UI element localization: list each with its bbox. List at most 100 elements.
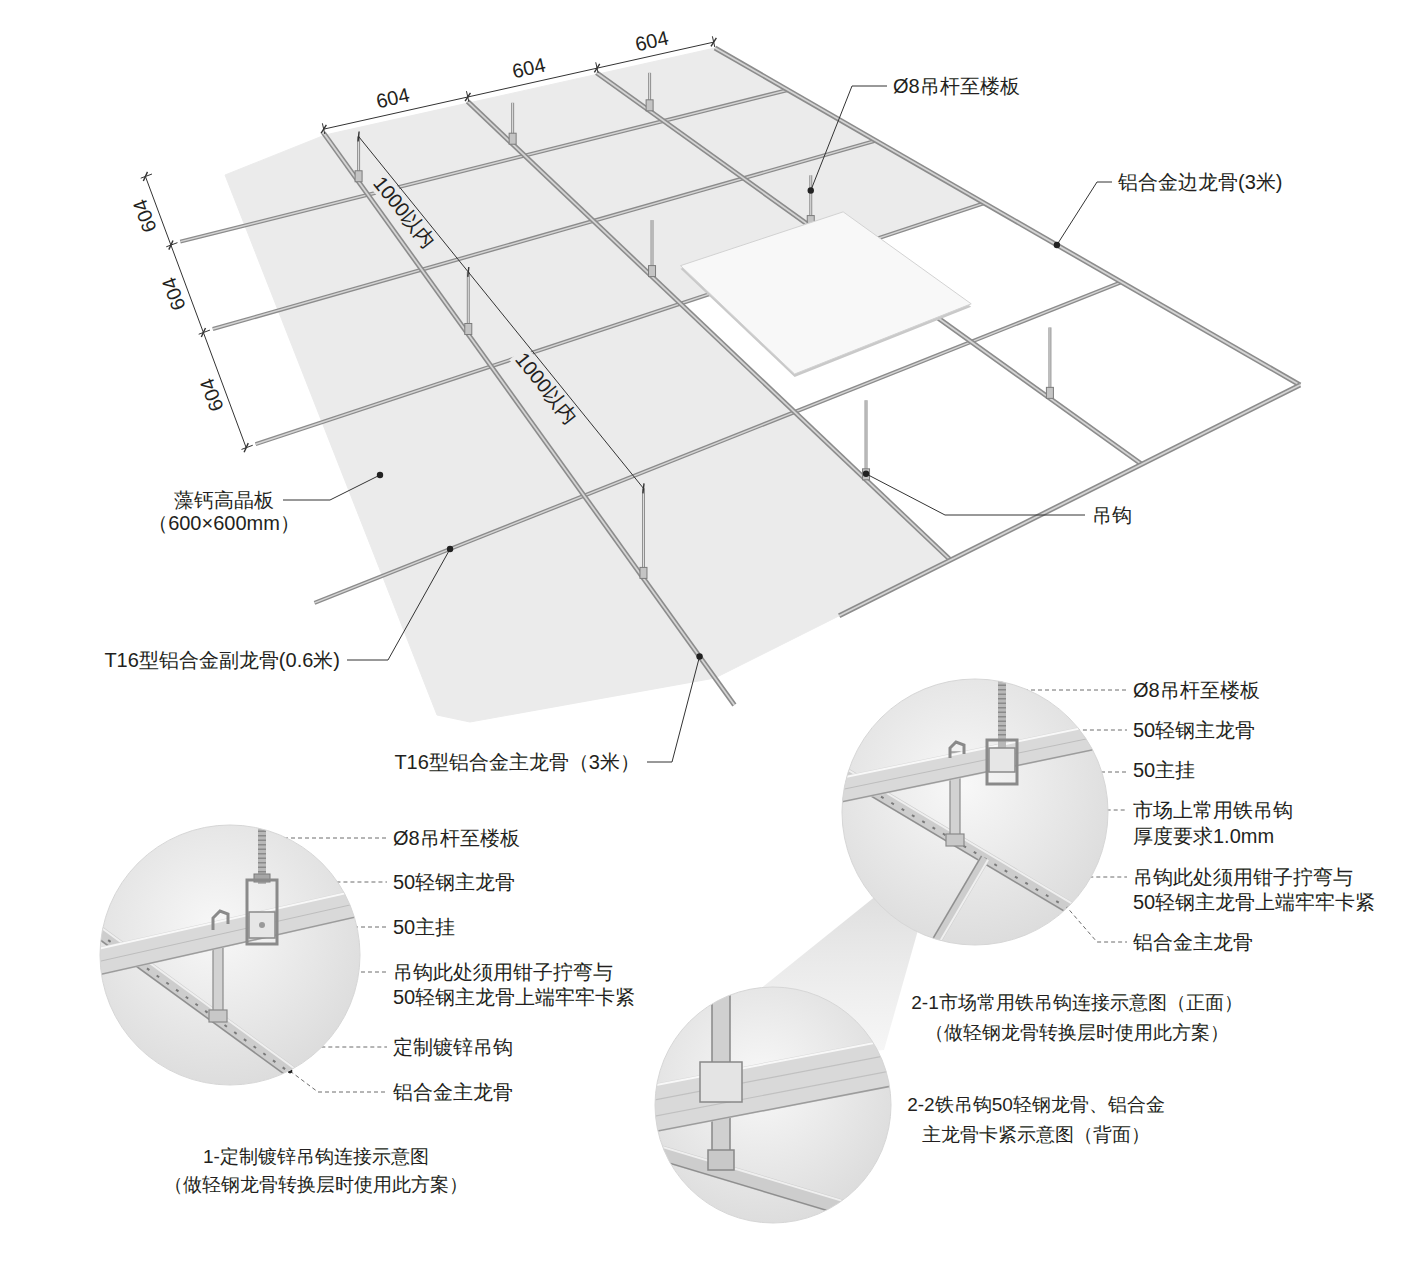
callout-label: 50轻钢主龙骨 xyxy=(1133,718,1255,743)
hanger-rod xyxy=(1048,327,1051,392)
iron-hook xyxy=(950,742,964,758)
leader-dot xyxy=(808,187,814,193)
dimension-tick xyxy=(643,483,644,493)
callout-label: 藻钙高晶板 （600×600mm） xyxy=(135,489,313,535)
callout-label: T16型铝合金副龙骨(0.6米) xyxy=(104,648,340,673)
dimension-label: 604 xyxy=(158,274,190,313)
main-runner xyxy=(597,73,1142,465)
hanger-hook xyxy=(863,469,870,480)
hanger-rods xyxy=(355,73,1053,579)
cross-tee xyxy=(180,90,788,242)
leader-line xyxy=(283,475,380,500)
callout-label: 铝合金主龙骨 xyxy=(393,1080,513,1105)
aluminium-main-runner xyxy=(648,1157,898,1232)
detail-content xyxy=(641,987,910,1232)
galvanized-hook xyxy=(209,1010,227,1022)
dimension-tick xyxy=(321,125,326,133)
hanger-rod xyxy=(642,488,645,572)
dimensions xyxy=(141,36,717,493)
iron-hook xyxy=(946,834,964,846)
callout-label: Ø8吊杆至楼板 xyxy=(393,826,520,851)
hanger-rod xyxy=(652,220,653,270)
callout-label: Ø8吊杆至楼板 xyxy=(1133,678,1260,703)
cross-tee xyxy=(315,282,1122,603)
steel-channel xyxy=(828,721,1118,781)
hanger-rod xyxy=(810,175,811,220)
hanger-rod xyxy=(358,136,359,175)
leader-dot xyxy=(377,472,383,478)
hanger-hook xyxy=(649,266,656,277)
callout-label: Ø8吊杆至楼板 xyxy=(893,74,1020,99)
hanger-bolt xyxy=(259,922,265,928)
ceiling-board xyxy=(584,412,950,678)
leader-line xyxy=(866,474,1085,515)
main-runner xyxy=(323,133,734,705)
leader-line xyxy=(811,86,887,191)
callout-label: 50主挂 xyxy=(1133,758,1195,783)
hanger-rod xyxy=(643,488,644,572)
dimension-label: 604 xyxy=(374,84,411,113)
steel-channel xyxy=(647,1068,907,1118)
detail-outline xyxy=(842,679,1108,945)
steel-channel xyxy=(70,896,390,968)
steel-channel xyxy=(830,732,1120,792)
main-runner xyxy=(597,73,1142,465)
detail-outline xyxy=(655,987,891,1223)
dimension-label: 604 xyxy=(510,54,547,83)
steel-channel xyxy=(832,744,1122,804)
steel-channel xyxy=(73,909,393,981)
cross-tee xyxy=(256,203,985,444)
main-hanger xyxy=(247,880,277,944)
aluminium-main-runner xyxy=(650,1150,900,1225)
steel-channel xyxy=(645,1060,905,1110)
hanger-hook xyxy=(509,133,516,144)
dimension-label: 604 xyxy=(129,196,161,235)
callout-label: 铝合金主龙骨 xyxy=(1133,930,1253,955)
hanger-hook xyxy=(1046,387,1053,398)
ceiling-boards xyxy=(225,48,984,722)
cross-tee xyxy=(256,203,985,444)
hanger-hook xyxy=(465,323,472,334)
dimension-label: 1000以内 xyxy=(510,346,584,430)
dimension-tick xyxy=(711,38,716,46)
detail-content xyxy=(827,672,1122,962)
dimension-line xyxy=(324,42,714,129)
hanger-rod xyxy=(651,220,654,270)
dimension-label: 604 xyxy=(196,376,228,415)
threaded-rod xyxy=(998,672,1006,748)
main-hanger xyxy=(989,748,1015,772)
caption-label: 2-1市场常用铁吊钩连接示意图（正面） （做轻钢龙骨转换层时使用此方案） xyxy=(902,988,1252,1047)
hook-clamp xyxy=(708,1150,734,1170)
main-runner xyxy=(323,133,734,705)
hanger-rod xyxy=(809,175,812,220)
leader-line xyxy=(1057,182,1112,245)
callout-label: T16型铝合金主龙骨（3米） xyxy=(394,750,640,775)
threaded-rod xyxy=(998,680,1006,736)
leader-dot xyxy=(1054,242,1060,248)
hanger-rod xyxy=(1049,327,1050,392)
dimension-tick xyxy=(169,241,173,250)
steel-channel xyxy=(649,1083,909,1133)
caption-label: 2-2铁吊钩50轻钢龙骨、铝合金 主龙骨卡紧示意图（背面） xyxy=(899,1090,1174,1149)
steel-channel xyxy=(643,1052,903,1102)
dimension-label: 604 xyxy=(633,26,670,55)
hanger-hook xyxy=(640,567,647,578)
detail-view xyxy=(641,987,910,1232)
dimension-tick xyxy=(594,64,599,72)
steel-channel xyxy=(830,732,1120,792)
dimension-line xyxy=(359,136,644,488)
aluminium-cross-tee xyxy=(928,860,988,962)
dimension-tick xyxy=(143,172,147,181)
hanger-rod xyxy=(865,400,868,474)
cross-tee xyxy=(315,282,1122,603)
dimension-tick xyxy=(465,93,470,101)
hanger-hook xyxy=(646,100,653,111)
dimension-tick xyxy=(244,443,248,452)
threaded-rod xyxy=(258,826,266,876)
aluminium-main-runner xyxy=(652,1144,902,1219)
leader-dot xyxy=(696,653,702,659)
main-hanger xyxy=(987,740,1017,784)
leader-line xyxy=(1065,905,1127,942)
steel-channel xyxy=(641,1038,901,1088)
